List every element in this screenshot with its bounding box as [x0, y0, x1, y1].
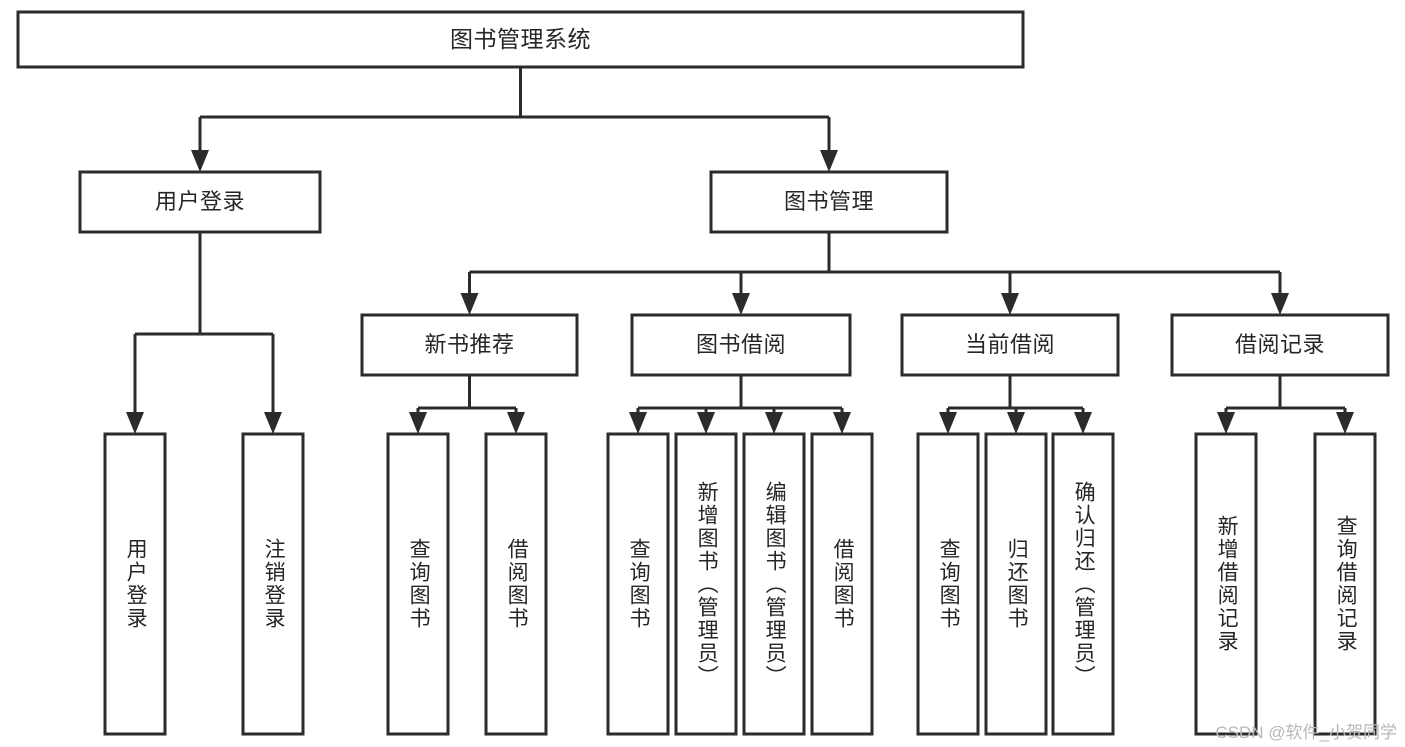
arrow-head-icon-leaf-当前借阅-2 — [1074, 412, 1092, 434]
node-hit-借阅记录-6[interactable] — [1172, 315, 1388, 375]
level3-box-当前借阅[interactable] — [900, 313, 1120, 377]
node-boxes — [16, 10, 1390, 736]
node-hit-借阅图书-14[interactable] — [812, 434, 872, 734]
node-hit-注销登录-8[interactable] — [243, 434, 303, 734]
leaf-box-借阅图书[interactable] — [484, 432, 548, 736]
leaf-box-查询图书[interactable] — [916, 432, 980, 736]
node-hit-新增图书管理员-12[interactable] — [676, 434, 736, 734]
arrow-head-icon-leaf-图书借阅-1 — [697, 412, 715, 434]
arrow-head-icon-leaf-当前借阅-1 — [1007, 412, 1025, 434]
node-hit-查询图书-11[interactable] — [608, 434, 668, 734]
leaf-box-新增图书管理员[interactable] — [674, 432, 738, 736]
arrow-head-icon-leaf-图书借阅-3 — [833, 412, 851, 434]
leaf-box-新增借阅记录[interactable] — [1194, 432, 1258, 736]
node-hit-确认归还管理员-17[interactable] — [1053, 434, 1113, 734]
leaf-box-用户登录[interactable] — [103, 432, 167, 736]
node-hit-查询图书-9[interactable] — [388, 434, 448, 734]
arrow-head-icon-level3-3 — [1271, 293, 1289, 315]
arrow-head-icon-level3-1 — [732, 293, 750, 315]
arrow-head-icon-leaf-新书推荐-0 — [409, 412, 427, 434]
node-hit-图书管理系统-0[interactable] — [18, 12, 1023, 67]
node-hit-查询图书-15[interactable] — [918, 434, 978, 734]
arrow-head-icon-leaf-用户登录-1 — [264, 412, 282, 434]
arrow-head-icon-leaf-图书借阅-2 — [765, 412, 783, 434]
arrow-head-icon-level3-0 — [460, 293, 479, 315]
node-hit-借阅图书-10[interactable] — [486, 434, 546, 734]
node-hit-用户登录-7[interactable] — [105, 434, 165, 734]
leaf-box-归还图书[interactable] — [984, 432, 1048, 736]
leaf-box-查询借阅记录[interactable] — [1313, 432, 1377, 736]
node-hit-新书推荐-3[interactable] — [362, 315, 577, 375]
node-hit-查询借阅记录-19[interactable] — [1315, 434, 1375, 734]
node-hit-图书管理-2[interactable] — [711, 172, 947, 232]
leaf-box-查询图书[interactable] — [606, 432, 670, 736]
node-hit-图书借阅-4[interactable] — [632, 315, 850, 375]
level3-box-新书推荐[interactable] — [360, 313, 579, 377]
node-hit-用户登录-1[interactable] — [80, 172, 320, 232]
node-hit-归还图书-16[interactable] — [986, 434, 1046, 734]
arrow-head-icon-leaf-当前借阅-0 — [939, 412, 957, 434]
leaf-box-注销登录[interactable] — [241, 432, 305, 736]
arrow-head-icon-leaf-用户登录-0 — [126, 412, 144, 434]
node-connectors — [126, 67, 1354, 434]
node-hit-编辑图书管理员-13[interactable] — [744, 434, 804, 734]
arrow-head-icon-leaf-新书推荐-1 — [507, 412, 525, 434]
arrow-head-icon-level2-0 — [191, 150, 209, 172]
arrow-head-icon-leaf-借阅记录-0 — [1217, 412, 1235, 434]
leaf-box-查询图书[interactable] — [386, 432, 450, 736]
leaf-box-借阅图书[interactable] — [810, 432, 874, 736]
arrow-head-icon-level3-2 — [1001, 293, 1019, 315]
arrow-head-icon-level2-1 — [820, 150, 838, 172]
level2-box-用户登录[interactable] — [78, 170, 322, 234]
arrow-head-icon-leaf-图书借阅-0 — [629, 412, 647, 434]
node-hit-当前借阅-5[interactable] — [902, 315, 1118, 375]
csdn-watermark: CSDN @软件_小贺同学 — [1215, 723, 1397, 742]
root-box-图书管理系统[interactable] — [16, 10, 1025, 69]
arrow-head-icon-leaf-借阅记录-1 — [1336, 412, 1354, 434]
node-hit-新增借阅记录-18[interactable] — [1196, 434, 1256, 734]
leaf-box-确认归还管理员[interactable] — [1051, 432, 1115, 736]
